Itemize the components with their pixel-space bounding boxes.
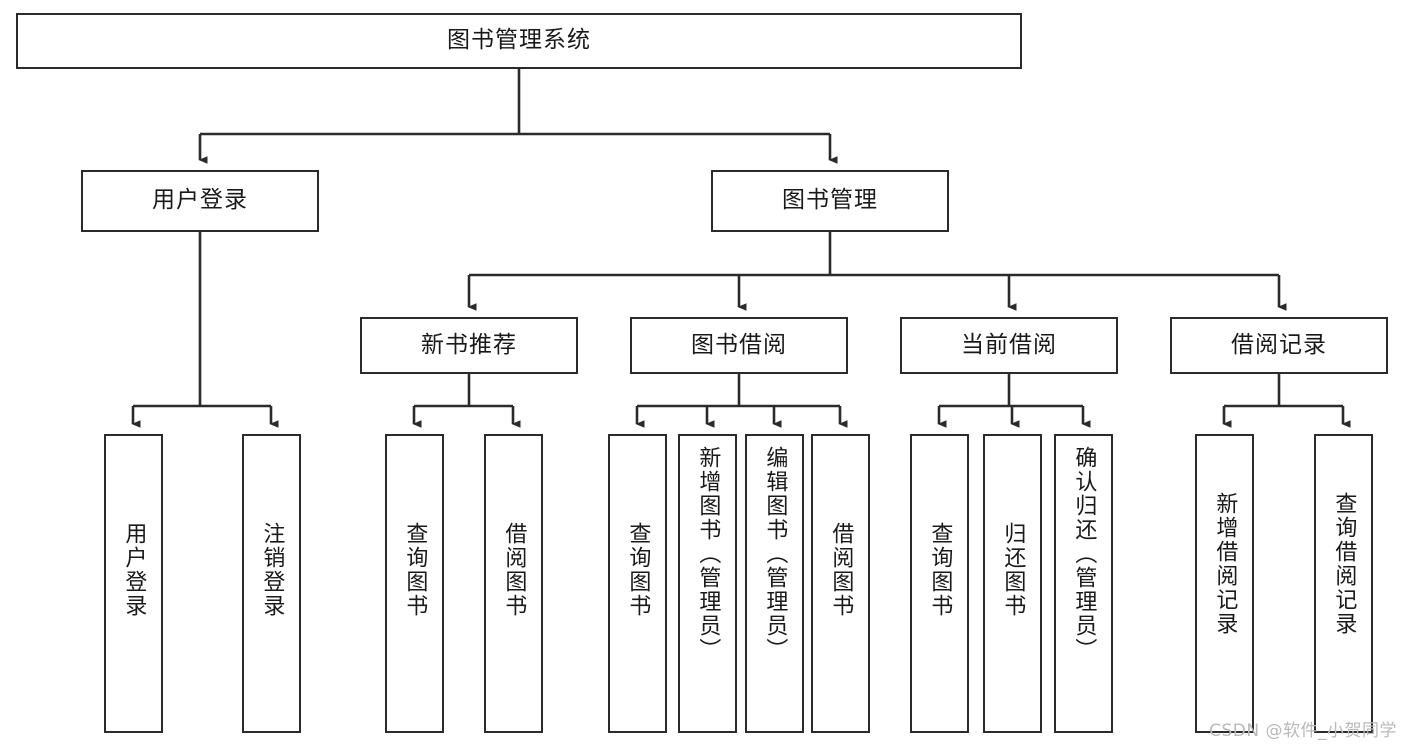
node-leaf-borrow-book-recommend[interactable]: 借阅图书 <box>484 434 543 733</box>
node-leaf-borrow-book-label: 借阅图书 <box>828 522 854 618</box>
node-user-login-label: 用户登录 <box>152 187 248 214</box>
node-leaf-add-book-admin-label: 新增图书（管理员） <box>695 446 721 662</box>
node-leaf-query-book-current[interactable]: 查询图书 <box>910 434 969 733</box>
node-borrow-record[interactable]: 借阅记录 <box>1170 317 1388 374</box>
node-leaf-edit-book-admin[interactable]: 编辑图书（管理员） <box>745 434 804 733</box>
node-leaf-return-book[interactable]: 归还图书 <box>983 434 1042 733</box>
node-leaf-return-book-label: 归还图书 <box>1000 522 1026 618</box>
node-leaf-query-book-borrow-label: 查询图书 <box>625 522 651 618</box>
node-leaf-confirm-return-admin[interactable]: 确认归还（管理员） <box>1054 434 1113 733</box>
node-leaf-user-login[interactable]: 用户登录 <box>104 434 163 733</box>
node-leaf-user-login-label: 用户登录 <box>121 522 147 618</box>
node-leaf-query-book-recommend[interactable]: 查询图书 <box>385 434 444 733</box>
node-leaf-add-borrow-record-label: 新增借阅记录 <box>1212 492 1238 636</box>
node-book-manage-label: 图书管理 <box>782 187 878 214</box>
node-leaf-user-logout[interactable]: 注销登录 <box>242 434 301 733</box>
node-borrow-record-label: 借阅记录 <box>1231 331 1327 358</box>
node-root[interactable]: 图书管理系统 <box>16 13 1022 69</box>
node-leaf-query-borrow-record-label: 查询借阅记录 <box>1331 492 1357 636</box>
node-new-book-recommend[interactable]: 新书推荐 <box>360 317 578 374</box>
node-leaf-borrow-book-recommend-label: 借阅图书 <box>501 522 527 618</box>
node-current-borrow-label: 当前借阅 <box>961 331 1057 358</box>
node-leaf-edit-book-admin-label: 编辑图书（管理员） <box>762 446 788 662</box>
csdn-watermark: CSDN @软件_小贺同学 <box>1209 721 1397 741</box>
node-leaf-query-book-current-label: 查询图书 <box>927 522 953 618</box>
node-root-label: 图书管理系统 <box>447 27 591 54</box>
node-leaf-add-borrow-record[interactable]: 新增借阅记录 <box>1195 434 1254 733</box>
node-leaf-query-book-recommend-label: 查询图书 <box>402 522 428 618</box>
node-new-book-recommend-label: 新书推荐 <box>421 331 517 358</box>
node-user-login[interactable]: 用户登录 <box>81 170 319 232</box>
node-leaf-confirm-return-admin-label: 确认归还（管理员） <box>1071 446 1097 662</box>
node-book-borrow-label: 图书借阅 <box>691 331 787 358</box>
node-leaf-borrow-book[interactable]: 借阅图书 <box>811 434 870 733</box>
node-leaf-user-logout-label: 注销登录 <box>259 522 285 618</box>
node-current-borrow[interactable]: 当前借阅 <box>900 317 1118 374</box>
node-book-manage[interactable]: 图书管理 <box>711 170 949 232</box>
node-leaf-add-book-admin[interactable]: 新增图书（管理员） <box>678 434 737 733</box>
node-leaf-query-book-borrow[interactable]: 查询图书 <box>608 434 667 733</box>
node-book-borrow[interactable]: 图书借阅 <box>630 317 848 374</box>
node-leaf-query-borrow-record[interactable]: 查询借阅记录 <box>1314 434 1373 733</box>
